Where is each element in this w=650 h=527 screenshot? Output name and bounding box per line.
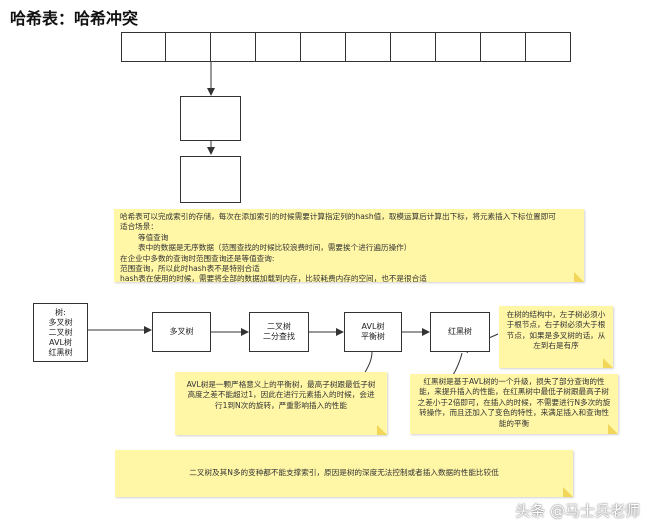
array-cell: [300, 32, 346, 62]
rb-detail-note-line: 能，来提升插入的性能，在红黑树中最低子树跟最高子树: [419, 387, 609, 397]
hash-note-line: 范围查询，所以此时hash表不是特别合适: [120, 264, 260, 274]
hash-note: 哈希表可以完成索引的存储，每次在添加索引的时候需要计算指定列的hash值，取模运…: [114, 209, 584, 284]
bucket-node-2: [180, 156, 241, 203]
hash-note-line: 在企业中多数的查询时范围查询还是等值查询:: [120, 253, 275, 263]
note-fold: [603, 358, 613, 368]
hash-note-line: 表中的数据是无序数据（范围查找的时候比较浪费时间，需要挨个进行遍历操作）: [138, 243, 412, 253]
array-cell: [255, 32, 301, 62]
array-cell: [435, 32, 481, 62]
hash-note-line: 等值查询: [138, 232, 169, 242]
tree-list-line: 二叉树: [48, 327, 73, 337]
hash-note-line: 哈希表可以完成索引的存储，每次在添加索引的时候需要计算指定列的hash值，取模运…: [120, 212, 556, 221]
tree-list-line: 红黑树: [48, 347, 73, 357]
node-multi-tree: 多叉树: [152, 312, 211, 352]
array-cell: [165, 32, 211, 62]
rb-order-note-line: 于根节点，右子树必须大于根: [506, 320, 606, 330]
node-label: 红黑树: [448, 327, 472, 336]
rb-order-note-line: 在树的结构中，左子树必须小: [506, 310, 606, 319]
node-label: 多叉树: [169, 327, 194, 336]
avl-note: AVL树是一颗严格意义上的平衡树，最高子树跟最低子树 高度之差不能超过1，因此在…: [175, 372, 387, 435]
node-avl-tree: AVL树 平衡树: [344, 312, 402, 352]
tree-list-line: AVL树: [49, 337, 72, 347]
node-label: 平衡树: [361, 332, 385, 341]
note-fold: [377, 425, 387, 435]
watermark: 头条 @马士兵老师: [515, 502, 640, 520]
hash-note-line: hash表在使用的时候，需要将全部的数据加载到内存，比较耗费内存的空间，也不是很…: [120, 274, 427, 284]
page-title: 哈希表：哈希冲突: [10, 9, 139, 28]
array-cell: [345, 32, 391, 62]
bucket-node-1: [180, 96, 241, 141]
rb-detail-note: 红黑树是基于AVL树的一个升级，损失了部分查询的性 能，来提升插入的性能，在红黑…: [410, 374, 618, 434]
hash-note-line: 适合场景：: [120, 222, 158, 232]
note-fold: [563, 487, 573, 497]
rb-detail-note-line: 能的平衡: [498, 418, 530, 428]
array-cell: [480, 32, 526, 62]
rb-detail-note-line: 转操作，而且还加入了变色的特性，来满足插入和查询性: [419, 408, 609, 418]
note-fold: [608, 424, 618, 434]
rb-order-note-line: 左到右是有序: [533, 341, 579, 351]
rb-order-note: 在树的结构中，左子树必须小 于根节点，右子树必须大于根 节点，如果是多叉树的话，…: [499, 306, 613, 368]
array-cell: [121, 32, 166, 62]
node-label: 二叉树: [267, 322, 291, 331]
avl-note-line: 高度之差不能超过1，因此在进行元素插入的时候，会进: [187, 390, 375, 400]
array-cell: [525, 32, 571, 62]
array-cell: [390, 32, 436, 62]
array-cell: [210, 32, 256, 62]
rb-detail-note-line: 之差小于2倍即可，在插入的时候，不需要进行N多次的旋: [417, 397, 611, 407]
tree-list-line: 多叉树: [48, 317, 73, 327]
avl-note-line: AVL树是一颗严格意义上的平衡树，最高子树跟最低子树: [186, 380, 376, 389]
note-fold: [574, 272, 584, 282]
node-label: AVL树: [361, 322, 385, 331]
node-label: 二分查找: [263, 332, 295, 341]
summary-note: 二叉树及其N多的变种都不能支撑索引，原因是树的深度无法控制或者插入数据的性能比较…: [115, 450, 573, 497]
node-binary-tree: 二叉树 二分查找: [249, 312, 309, 352]
tree-list-line: 树:: [55, 307, 66, 317]
rb-order-note-line: 节点，如果是多叉树的话，从: [506, 330, 606, 340]
rb-detail-note-line: 红黑树是基于AVL树的一个升级，损失了部分查询的性: [423, 377, 605, 386]
tree-list: 树: 多叉树 二叉树 AVL树 红黑树: [33, 303, 88, 362]
avl-note-line: 行1到N次的旋转，严重影响插入的性能: [214, 400, 347, 410]
node-rb-tree: 红黑树: [430, 312, 490, 352]
summary-note-text: 二叉树及其N多的变种都不能支撑索引，原因是树的深度无法控制或者插入数据的性能比较…: [189, 468, 499, 478]
